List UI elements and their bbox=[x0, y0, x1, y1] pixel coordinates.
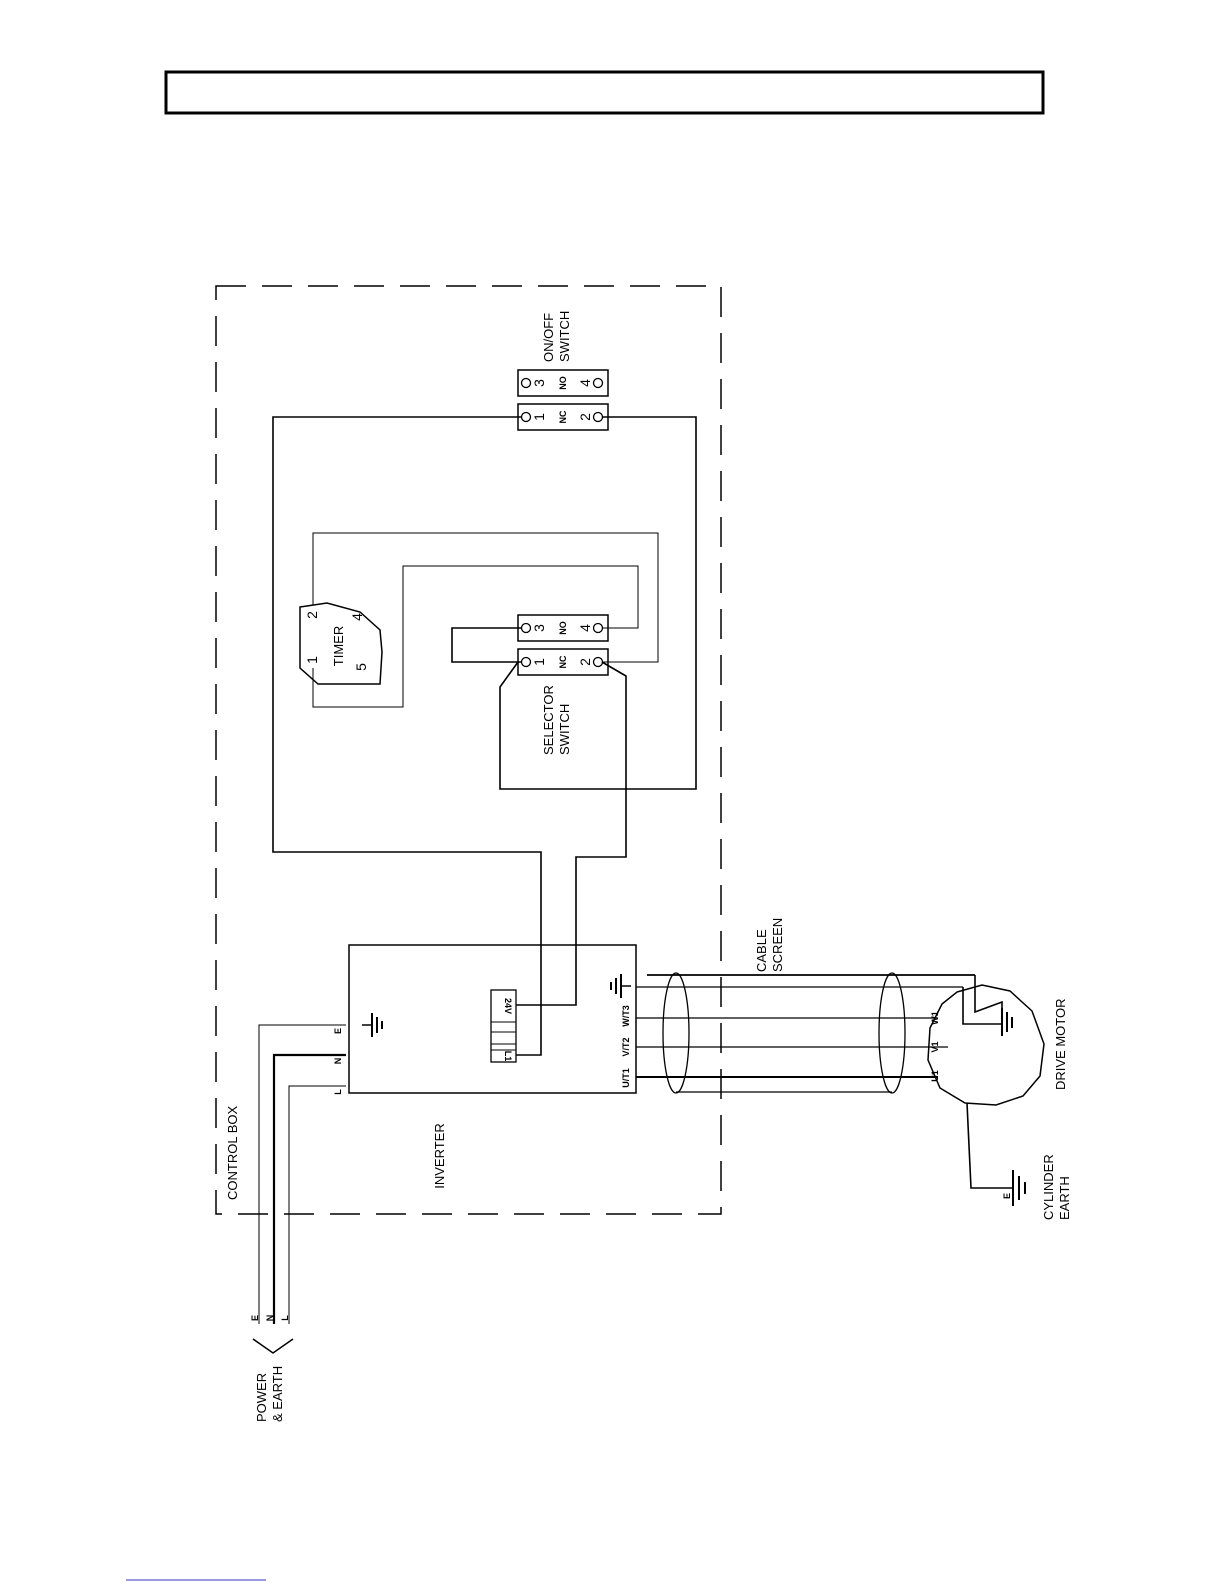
power-label-l: L bbox=[280, 1315, 290, 1321]
timer: TIMER 2 1 4 5 bbox=[300, 603, 382, 684]
selector-terminal-2 bbox=[594, 658, 603, 667]
on-off-label-2: 2 bbox=[577, 413, 593, 421]
selector-terminal-4 bbox=[594, 624, 603, 633]
timer-pin-2: 2 bbox=[304, 611, 320, 619]
motor-v1-label: V1 bbox=[930, 1041, 940, 1052]
motor-cable: CABLE SCREEN bbox=[636, 918, 975, 1093]
power-wiring: E N L POWER & EARTH bbox=[250, 1025, 346, 1422]
on-off-terminal-3 bbox=[522, 379, 531, 388]
on-off-terminal-1 bbox=[522, 413, 531, 422]
on-off-terminal-2 bbox=[594, 413, 603, 422]
inverter: 24V L1 E N L U/T1 V/T2 W/T3 INVERTER bbox=[333, 945, 636, 1189]
selector-terminal-3 bbox=[522, 624, 531, 633]
title-box bbox=[166, 72, 1043, 113]
motor-u1-label: U1 bbox=[930, 1070, 940, 1082]
on-off-label-3: 3 bbox=[531, 379, 547, 387]
selector-label-1: 1 bbox=[531, 658, 547, 666]
timer-pin-1: 1 bbox=[304, 656, 320, 664]
inverter-l1-label: L1 bbox=[503, 1051, 513, 1062]
inverter-output-u: U/T1 bbox=[621, 1068, 631, 1088]
power-label-e: E bbox=[250, 1315, 260, 1321]
on-off-label-1: 1 bbox=[531, 413, 547, 421]
power-arrow-icon bbox=[253, 1339, 293, 1353]
on-off-label-nc: NC bbox=[558, 410, 568, 423]
selector-switch: 3 NO 4 1 NC 2 SELECTOR SWITCH bbox=[518, 615, 608, 755]
cable-screen-label-1: CABLE bbox=[754, 929, 769, 972]
inverter-output-earth-icon bbox=[611, 974, 631, 998]
timer-pin-4: 4 bbox=[349, 613, 365, 621]
selector-label-2: 2 bbox=[577, 658, 593, 666]
on-off-label-no: NO bbox=[558, 376, 568, 390]
cylinder-earth-label-1: CYLINDER bbox=[1041, 1154, 1056, 1220]
on-off-switch: 3 NO 4 1 NC 2 ON/OFF SWITCH bbox=[518, 311, 608, 430]
inverter-input-n: N bbox=[333, 1058, 343, 1065]
cable-screen-label-2: SCREEN bbox=[770, 918, 785, 972]
selector-label-4: 4 bbox=[577, 624, 593, 632]
control-wiring bbox=[273, 417, 696, 1055]
on-off-label-4: 4 bbox=[577, 379, 593, 387]
inverter-output-v: V/T2 bbox=[621, 1037, 631, 1056]
power-label-n: N bbox=[265, 1315, 275, 1322]
inverter-label: INVERTER bbox=[432, 1123, 447, 1189]
timer-label: TIMER bbox=[331, 626, 346, 666]
selector-terminal-1 bbox=[522, 658, 531, 667]
cylinder-earth-e-label: E bbox=[1002, 1193, 1012, 1199]
power-earth-label-2: & EARTH bbox=[270, 1366, 285, 1422]
inverter-input-l: L bbox=[333, 1089, 343, 1095]
control-box-label: CONTROL BOX bbox=[225, 1106, 240, 1200]
on-off-switch-label-1: ON/OFF bbox=[541, 313, 556, 362]
cylinder-earth-label-2: EARTH bbox=[1057, 1176, 1072, 1220]
selector-switch-label-2: SWITCH bbox=[557, 704, 572, 755]
cylinder-earth: E CYLINDER EARTH bbox=[967, 1103, 1072, 1220]
motor-w1-label: W1 bbox=[930, 1011, 940, 1025]
drive-motor-label: DRIVE MOTOR bbox=[1053, 999, 1068, 1091]
on-off-terminal-4 bbox=[594, 379, 603, 388]
inverter-input-earth-icon bbox=[362, 1013, 382, 1037]
selector-label-nc: NC bbox=[558, 655, 568, 668]
drive-motor: W1 V1 U1 DRIVE MOTOR bbox=[928, 975, 1068, 1105]
selector-switch-label-1: SELECTOR bbox=[541, 685, 556, 755]
on-off-switch-label-2: SWITCH bbox=[557, 311, 572, 362]
cylinder-earth-icon bbox=[1013, 1170, 1025, 1206]
timer-pin-5: 5 bbox=[353, 663, 369, 671]
inverter-24v-label: 24V bbox=[503, 998, 513, 1014]
control-box-border bbox=[216, 286, 721, 1214]
inverter-output-w: W/T3 bbox=[621, 1005, 631, 1027]
power-earth-label-1: POWER bbox=[254, 1373, 269, 1422]
selector-label-3: 3 bbox=[531, 624, 547, 632]
motor-earth-icon bbox=[997, 1008, 1012, 1036]
selector-label-no: NO bbox=[558, 621, 568, 635]
inverter-input-e: E bbox=[333, 1028, 343, 1034]
